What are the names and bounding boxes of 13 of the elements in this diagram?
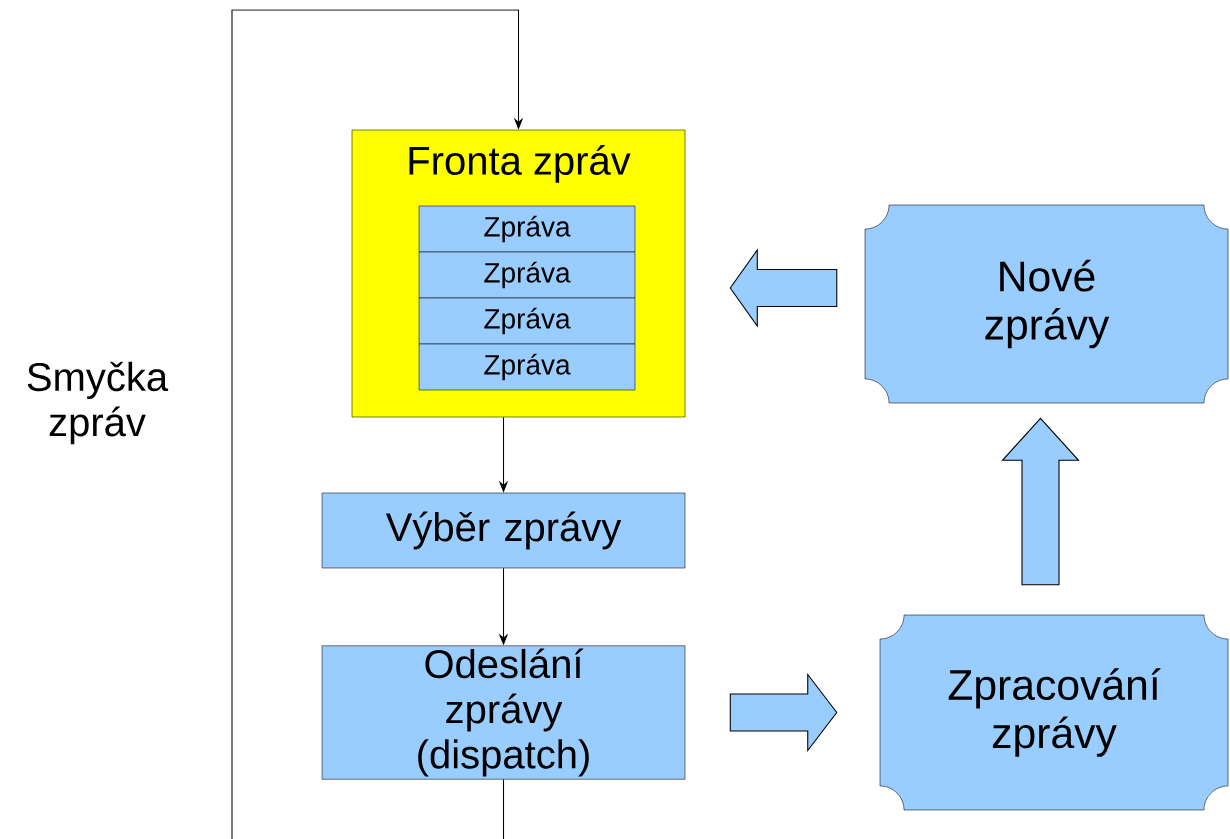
block-arrow — [1001, 417, 1080, 586]
message-box: Zpráva — [418, 297, 636, 345]
process-box: Odeslání zprávy (dispatch) — [321, 645, 686, 780]
message-box: Zpráva — [418, 205, 636, 253]
loop-label: Smyčka zpráv — [27, 361, 169, 445]
message-box: Zpráva — [418, 251, 636, 299]
block-arrow — [729, 672, 838, 753]
message-box: Zpráva — [418, 343, 636, 391]
block-arrow — [729, 248, 838, 328]
notched-box: Zpracování zprávy — [879, 614, 1229, 811]
process-box: Výběr zprávy — [321, 492, 686, 569]
notched-box: Nové zprávy — [864, 204, 1229, 404]
arrow — [231, 9, 524, 839]
